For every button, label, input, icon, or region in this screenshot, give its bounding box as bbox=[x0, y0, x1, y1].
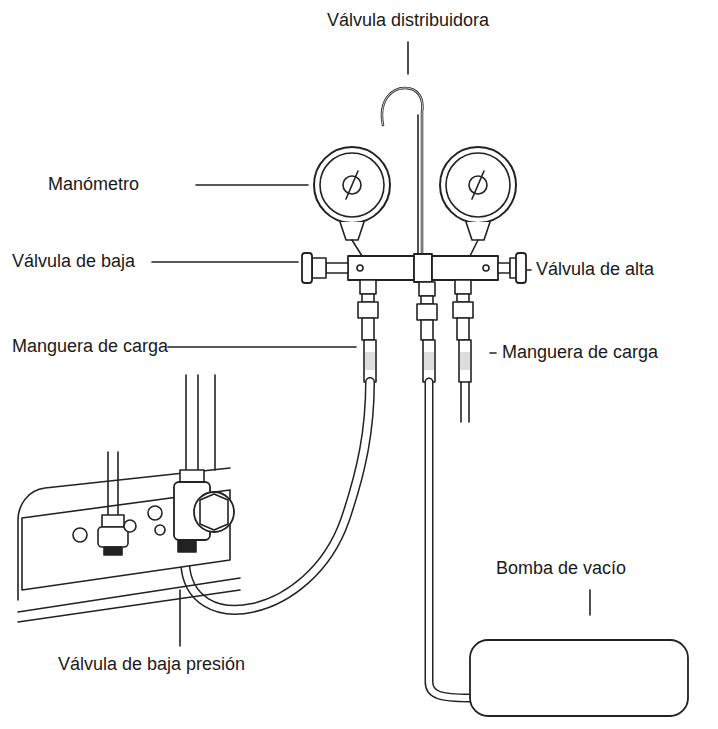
part-label: Manguera de carga bbox=[502, 342, 658, 364]
part-label: Válvula distribuidora bbox=[327, 10, 489, 32]
part-label: Bomba de vacío bbox=[496, 558, 626, 580]
part-label: Manguera de carga bbox=[12, 336, 168, 358]
part-label: Válvula de alta bbox=[536, 259, 654, 281]
part-label: Válvula de baja bbox=[12, 251, 135, 273]
part-label: Válvula de baja presión bbox=[58, 654, 245, 676]
part-label: Manómetro bbox=[48, 174, 139, 196]
